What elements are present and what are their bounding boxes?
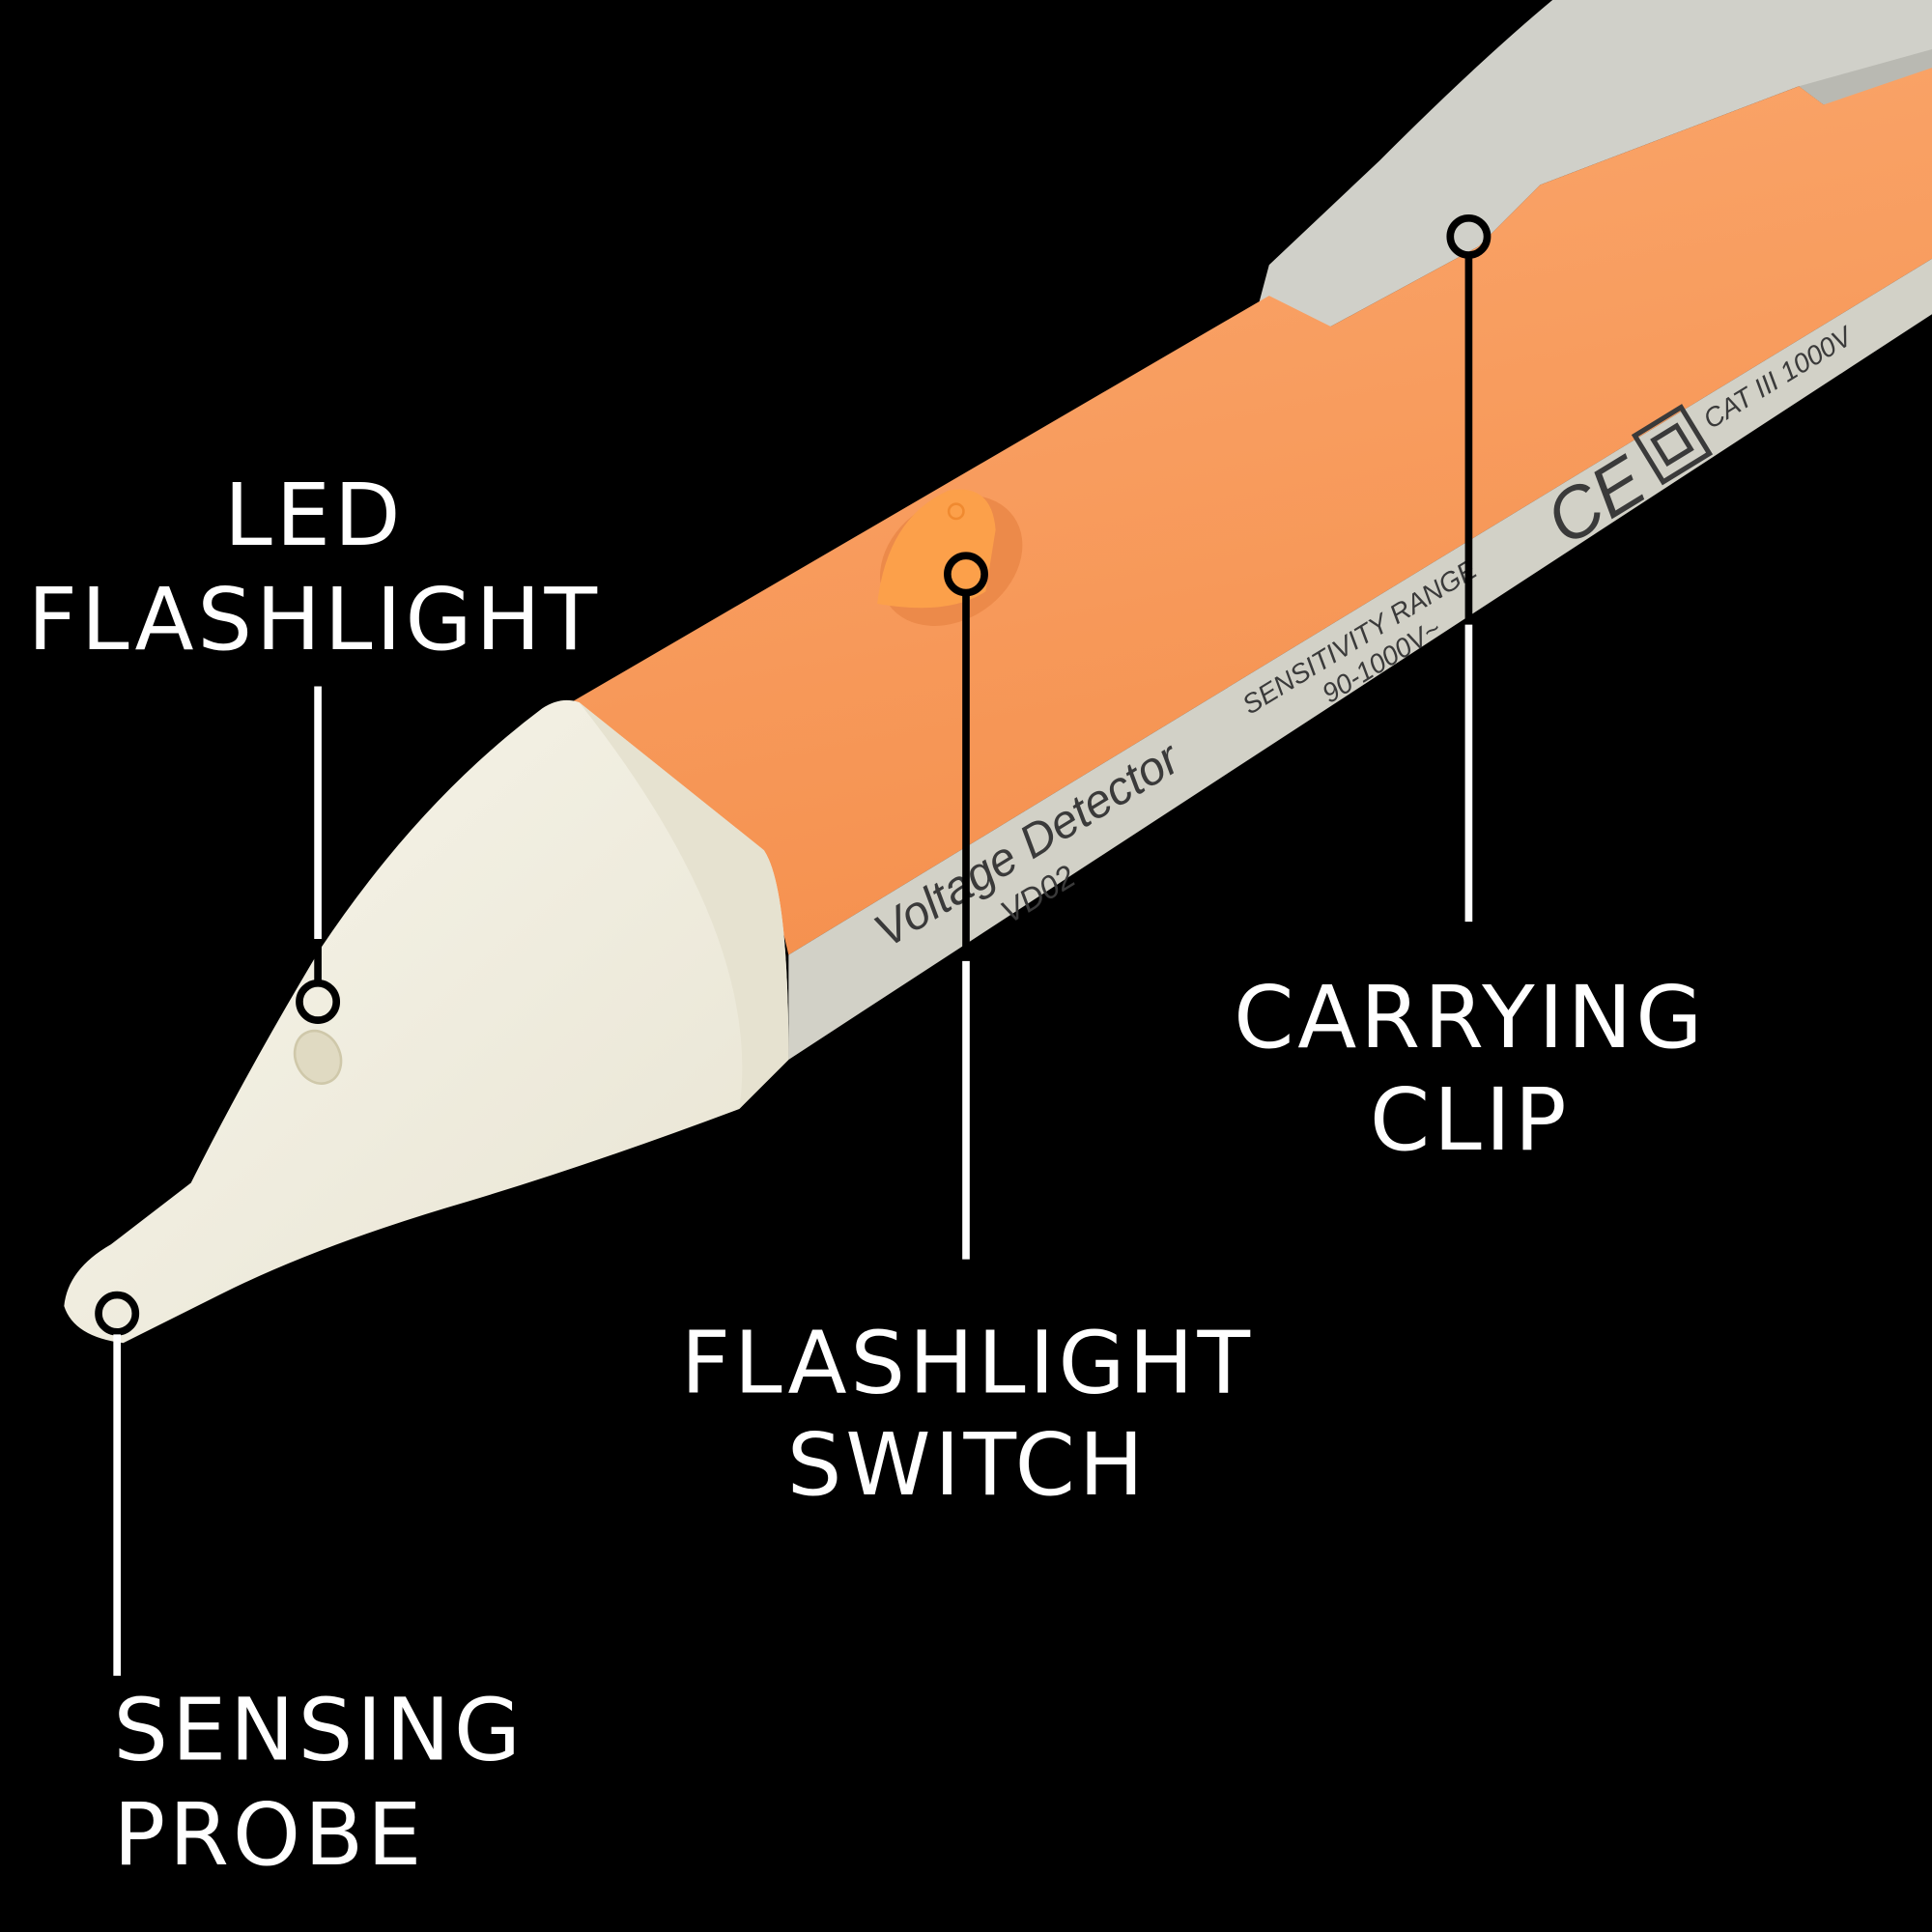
led-callout-marker [296, 980, 341, 1024]
clip-label-line1: CARRYING [1234, 968, 1706, 1068]
double-insulation-icon [1631, 404, 1714, 486]
switch-label-line1: FLASHLIGHT [681, 1313, 1254, 1413]
sun-icon [947, 502, 965, 521]
led-label-line2: FLASHLIGHT [28, 570, 601, 670]
carrying-clip [1259, 0, 1932, 327]
led-label-line1: LED [224, 466, 404, 566]
probe-label-line2: PROBE [113, 1785, 425, 1886]
tip-face-shade [579, 702, 789, 1109]
pen-body [560, 68, 1932, 955]
led-lens [293, 1029, 343, 1085]
probe-label-line1: SENSING [113, 1680, 525, 1780]
pen-tip [64, 699, 789, 1344]
switch-callout-marker [944, 552, 988, 597]
double-insulation-inner-icon [1650, 422, 1694, 468]
clip-callout-marker [1446, 213, 1492, 259]
label-strip [788, 258, 1932, 1060]
probe-callout-marker [95, 1291, 140, 1336]
switch-label-line2: SWITCH [787, 1415, 1148, 1516]
clip-label-line2: CLIP [1370, 1070, 1571, 1171]
flashlight-switch-button[interactable] [877, 489, 996, 609]
